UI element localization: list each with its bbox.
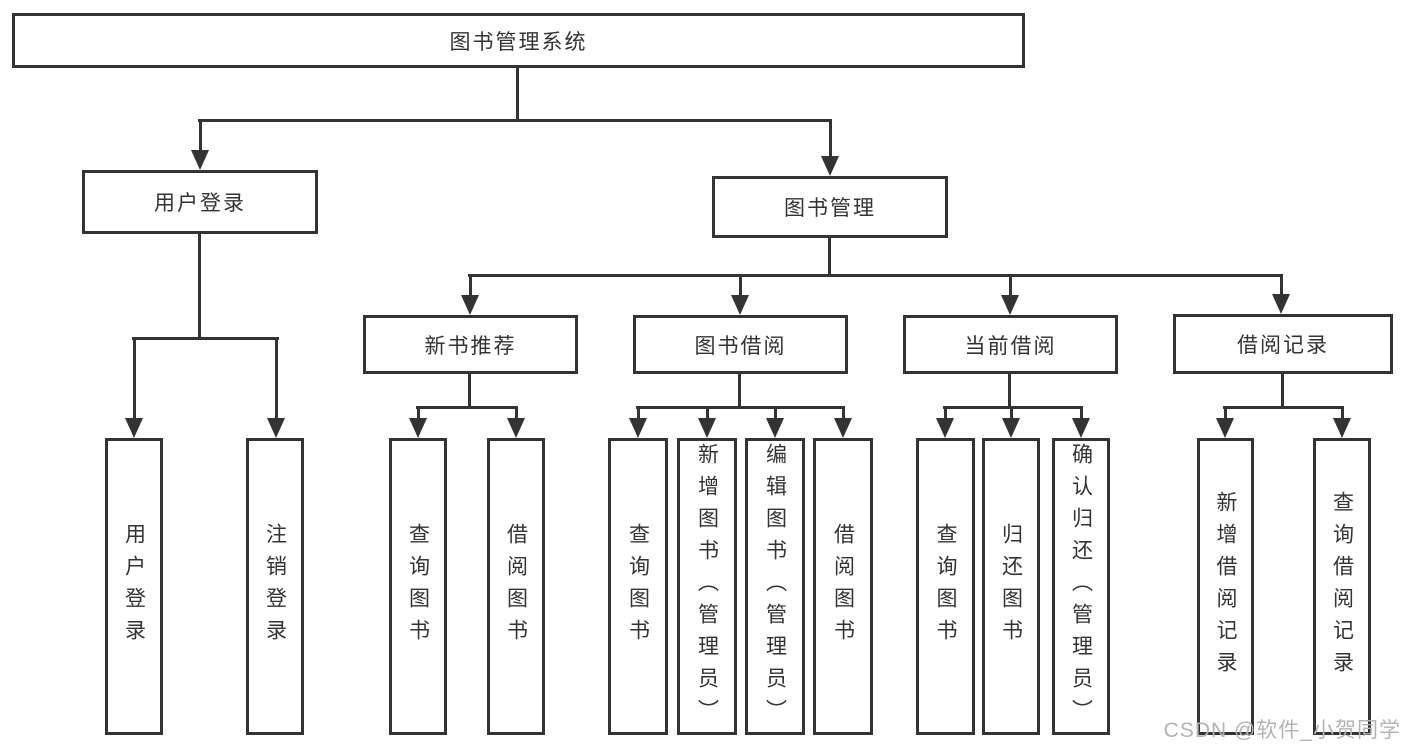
leaf-label: 借阅图书: [831, 522, 855, 651]
leaf-confirm-return-admin: 确认归还（管理员）: [1052, 438, 1110, 735]
connector-hline-root-split: [198, 119, 832, 122]
node-label: 图书管理: [784, 197, 876, 220]
leaf-return-books: 归还图书: [982, 438, 1040, 735]
node-new-book-recommendation: 新书推荐: [363, 315, 578, 374]
leaf-borrow-books-borrow: 借阅图书: [813, 438, 873, 735]
arrow-down-to-leaf-borrow-books-newbooks: [507, 406, 525, 438]
connector-vline-borrow: [738, 372, 741, 409]
leaf-label: 用户登录: [122, 522, 146, 651]
node-book-borrowing: 图书借阅: [633, 315, 848, 374]
leaf-label: 编辑图书（管理员）: [763, 442, 787, 731]
leaf-query-borrow-record: 查询借阅记录: [1313, 438, 1371, 735]
node-label: 图书借阅: [694, 334, 787, 358]
arrow-down-to-new-book-recommendation: [461, 274, 479, 315]
arrow-down-to-leaf-add-books: [698, 406, 716, 438]
leaf-query-books-current: 查询图书: [916, 438, 975, 735]
arrow-down-to-leaf-query-books-current: [936, 406, 954, 438]
node-root-library-management-system: 图书管理系统: [12, 13, 1025, 68]
arrow-down-to-current-borrowing: [1001, 274, 1019, 315]
leaf-label: 查询图书: [934, 522, 957, 651]
leaf-label: 新增图书（管理员）: [695, 442, 719, 731]
connector-vline-root: [516, 66, 519, 122]
connector-hline-book-management-split: [468, 274, 1282, 277]
connector-hline-user-login-split: [132, 337, 279, 340]
connector-hline-borrow-split: [636, 406, 845, 409]
arrow-down-to-leaf-confirm-return: [1072, 406, 1090, 438]
connector-vline-new-books: [468, 372, 471, 409]
connector-vline-records: [1281, 372, 1284, 409]
leaf-edit-books-admin: 编辑图书（管理员）: [745, 438, 805, 735]
csdn-watermark: CSDN @软件_小贺同学: [1163, 719, 1401, 742]
leaf-borrow-books-newbooks: 借阅图书: [487, 438, 545, 735]
leaf-label: 归还图书: [999, 522, 1023, 651]
leaf-label: 查询图书: [406, 522, 430, 651]
leaf-query-books-newbooks: 查询图书: [389, 438, 447, 735]
arrow-down-to-leaf-query-books-newbooks: [409, 406, 427, 438]
leaf-query-books-borrow: 查询图书: [608, 438, 668, 735]
arrow-down-to-book-management: [821, 119, 839, 176]
node-label: 用户登录: [154, 192, 246, 215]
arrow-down-to-borrowing-records: [1272, 274, 1290, 314]
leaf-add-borrow-record: 新增借阅记录: [1197, 438, 1254, 735]
leaf-label: 新增借阅记录: [1214, 490, 1237, 683]
arrow-down-to-user-login: [191, 119, 209, 170]
leaf-label: 查询图书: [626, 522, 650, 651]
node-current-borrowing: 当前借阅: [903, 315, 1118, 374]
connector-vline-user-login: [198, 232, 201, 338]
arrow-down-to-leaf-query-borrow-record: [1333, 406, 1351, 438]
arrow-down-to-leaf-user-login: [125, 337, 143, 438]
arrow-down-to-leaf-query-books-borrow: [629, 406, 647, 438]
leaf-label: 查询借阅记录: [1330, 490, 1354, 683]
node-label: 新书推荐: [424, 334, 517, 358]
leaf-add-books-admin: 新增图书（管理员）: [677, 438, 737, 735]
arrow-down-to-leaf-return-books: [1002, 406, 1020, 438]
leaf-user-login: 用户登录: [105, 438, 163, 735]
node-borrowing-records: 借阅记录: [1173, 314, 1393, 374]
node-book-management: 图书管理: [712, 176, 948, 238]
arrow-down-to-book-borrowing: [731, 274, 749, 315]
node-label: 借阅记录: [1237, 334, 1329, 357]
node-user-login: 用户登录: [82, 170, 318, 234]
connector-vline-current: [1008, 372, 1011, 409]
connector-hline-records-split: [1223, 406, 1344, 409]
connector-hline-new-books-split: [416, 406, 518, 409]
leaf-label: 借阅图书: [504, 522, 528, 651]
connector-hline-current-split: [943, 406, 1083, 409]
node-label: 图书管理系统: [449, 30, 588, 54]
connector-vline-book-management: [828, 236, 831, 277]
arrow-down-to-leaf-edit-books: [766, 406, 784, 438]
arrow-down-to-leaf-borrow-books-borrow: [834, 406, 852, 438]
leaf-logout: 注销登录: [246, 438, 304, 735]
leaf-label: 确认归还（管理员）: [1069, 442, 1093, 731]
leaf-label: 注销登录: [263, 522, 287, 651]
arrow-down-to-leaf-add-borrow-record: [1216, 406, 1234, 438]
node-label: 当前借阅: [964, 334, 1057, 358]
arrow-down-to-leaf-logout: [267, 337, 285, 438]
